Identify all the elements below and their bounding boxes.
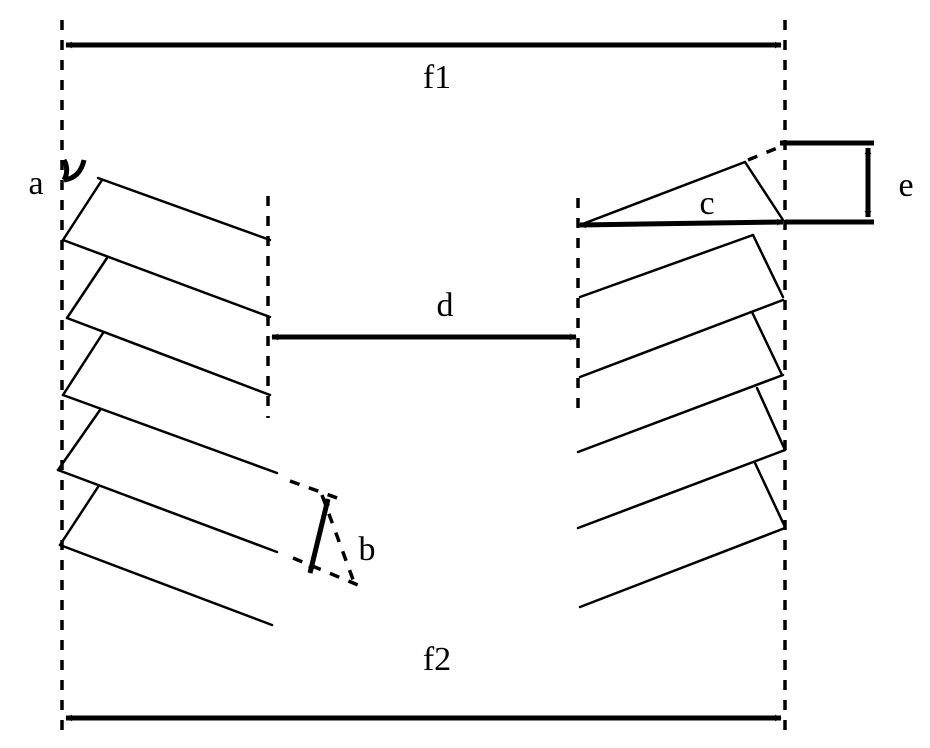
b-arrow [307,498,331,574]
b-label: b [359,531,376,568]
e-label: e [898,167,913,204]
f2-label: f2 [423,641,451,678]
right-blade-row [576,144,787,609]
a-label: a [28,165,43,202]
b-extension-top [289,479,341,501]
b-extension-side [320,494,357,586]
c-label: c [699,185,714,222]
f1-label: f1 [423,59,451,96]
c-arrow [579,218,784,229]
a-angle-arc [61,158,87,183]
left-blade-row [56,176,279,627]
d-label: d [437,287,454,324]
